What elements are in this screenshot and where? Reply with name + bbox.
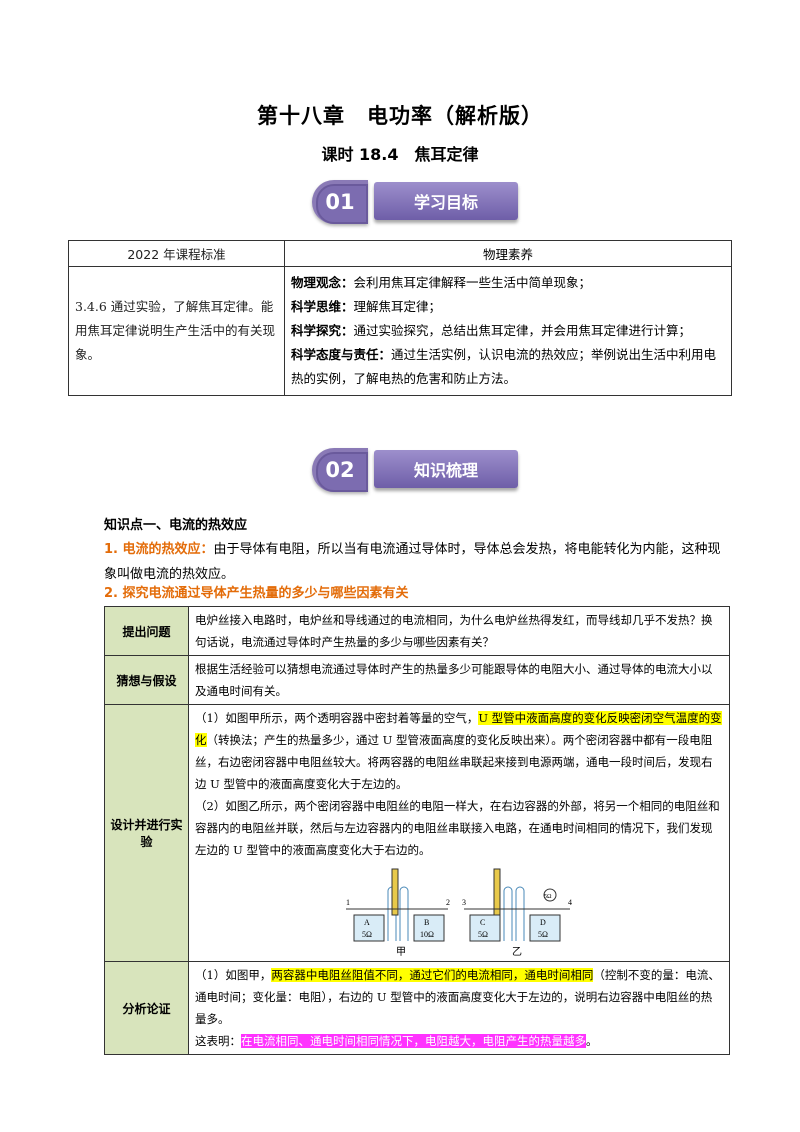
label-r5: 5Ω (362, 930, 372, 939)
caption-yi: 乙 (512, 946, 522, 958)
badge-number: 01 (312, 180, 368, 224)
conclusion-paragraph: 这表明：在电流相同、通电时间相同情况下，电阻越大，电阻产生的热量越多。 (195, 1034, 598, 1048)
section-badge-knowledge: 02 知识梳理 (312, 448, 518, 492)
goals-col-standard-header: 2022 年课程标准 (68, 240, 285, 267)
literacy-item: 科学思维：理解焦耳定律； (291, 299, 442, 314)
analysis-cell: （1）如图甲，两容器中电阻丝阻值不同，通过它们的电流相同，通电时间相同（控制不变… (188, 961, 730, 1055)
row-text: 根据生活经验可以猜想电流通过导体时产生的热量多少可能跟导体的电阻大小、通过导体的… (188, 655, 730, 705)
highlight: 两容器中电阻丝阻值不同，通过它们的电流相同，通电时间相同 (271, 968, 594, 982)
design-paragraph-1: （1）如图甲所示，两个透明容器中密封着等量的空气，U 型管中液面高度的变化反映密… (195, 711, 722, 791)
knowledge-point-title: 知识点一、电流的热效应 (104, 518, 248, 533)
label-1: 1 (346, 898, 350, 907)
label-r10: 10Ω (420, 930, 434, 939)
design-paragraph-2: （2）如图乙所示，两个密闭容器中电阻丝的电阻一样大，在右边容器的外部，将另一个相… (195, 799, 720, 857)
standard-cell: 3.4.6 通过实验，了解焦耳定律。能用焦耳定律说明生产生活中的有关现象。 (68, 266, 285, 396)
row-text: 电炉丝接入电路时，电炉丝和导线通过的电流相同，为什么电炉丝热得发红，而导线却几乎… (188, 606, 730, 656)
heat-effect-paragraph: 1. 电流的热效应：由于导体有电阻，所以当有电流通过导体时，导体总会发热，将电能… (104, 542, 721, 582)
highlight: 在电流相同、通电时间相同情况下，电阻越大，电阻产生的热量越多 (241, 1034, 586, 1048)
badge-number: 02 (312, 448, 368, 492)
experiment-figure: A B 5Ω 10Ω C D 5Ω 5Ω 5Ω 1 2 3 4 甲 乙 (346, 868, 572, 958)
analysis-paragraph: （1）如图甲，两容器中电阻丝阻值不同，通过它们的电流相同，通电时间相同（控制不变… (195, 968, 720, 1026)
label-a: A (364, 918, 370, 927)
term-label: 1. 电流的热效应： (104, 542, 214, 557)
row-label: 分析论证 (104, 961, 189, 1055)
label-r5: 5Ω (478, 930, 488, 939)
figure-jia (346, 868, 448, 942)
literacy-item: 物理观念：会利用焦耳定律解释一些生活中简单现象； (291, 275, 592, 290)
row-label: 提出问题 (104, 606, 189, 656)
row-label: 猜想与假设 (104, 655, 189, 705)
caption-jia: 甲 (396, 947, 406, 958)
literacy-cell: 物理观念：会利用焦耳定律解释一些生活中简单现象； 科学思维：理解焦耳定律； 科学… (284, 266, 732, 396)
label-d: D (540, 918, 546, 927)
experiment-table: 提出问题 电炉丝接入电路时，电炉丝和导线通过的电流相同，为什么电炉丝热得发红，而… (104, 606, 730, 1055)
row-label: 设计并进行实验 (104, 704, 189, 962)
label-3: 3 (462, 898, 466, 907)
goals-col-literacy-header: 物理素养 (284, 240, 732, 267)
section-badge-goals: 01 学习目标 (312, 180, 518, 224)
badge-label: 知识梳理 (374, 450, 518, 488)
figure-yi (464, 868, 570, 942)
label-2: 2 (446, 898, 450, 907)
lesson-subtitle: 课时 18.4 焦耳定律 (321, 145, 479, 164)
experiment-heading: 2. 探究电流通过导体产生热量的多少与哪些因素有关 (104, 586, 409, 601)
label-r5: 5Ω (538, 930, 548, 939)
label-4: 4 (568, 898, 572, 907)
literacy-item: 科学态度与责任：通过生活实例，认识电流的热效应；举例说出生活中利用电热的实例，了… (291, 347, 717, 386)
badge-label: 学习目标 (374, 182, 518, 220)
literacy-item: 科学探究：通过实验探究，总结出焦耳定律，并会用焦耳定律进行计算； (291, 323, 692, 338)
label-c: C (480, 918, 485, 927)
label-b: B (424, 918, 429, 927)
page-title: 第十八章 电功率（解析版） (257, 104, 543, 128)
label-r5: 5Ω (544, 894, 552, 900)
design-cell: （1）如图甲所示，两个透明容器中密封着等量的空气，U 型管中液面高度的变化反映密… (188, 704, 730, 962)
goals-table: 2022 年课程标准 物理素养 3.4.6 通过实验，了解焦耳定律。能用焦耳定律… (68, 240, 732, 396)
